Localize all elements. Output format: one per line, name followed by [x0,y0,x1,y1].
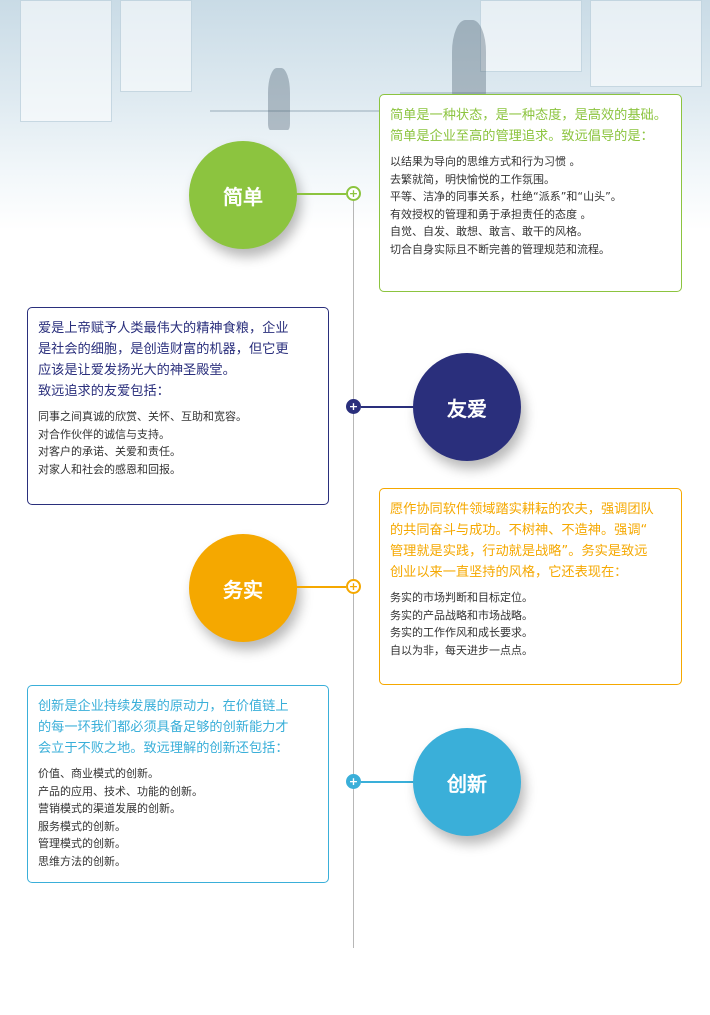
practical-lead: 愿作协同软件领域踏实耕耘的农夫，强调团队 的共同奋斗与成功。不树神、不造神。强调… [390,499,671,583]
innovation-item: 价值、商业模式的创新。 [38,767,159,780]
practical-lead-line: 的共同奋斗与成功。不树神、不造神。强调“ [390,523,648,538]
innovation-connector [361,781,421,783]
simple-list: 以结果为导向的思维方式和行为习惯 。 去繁就简，明快愉悦的工作氛围。 平等、洁净… [390,153,671,258]
love-lead-line: 是社会的细胞，是创造财富的机器，但它更 [38,342,289,357]
practical-item: 务实的市场判断和目标定位。 [390,591,533,604]
simple-lead: 简单是一种状态，是一种态度，是高效的基础。 简单是企业至高的管理追求。致远倡导的… [390,105,671,147]
love-item: 同事之间真诚的欣赏、关怀、互助和宽容。 [38,410,247,423]
practical-card: 愿作协同软件领域踏实耕耘的农夫，强调团队 的共同奋斗与成功。不树神、不造神。强调… [379,488,682,685]
simple-item: 平等、洁净的同事关系，杜绝“派系”和“山头”。 [390,190,622,203]
love-item: 对合作伙伴的诚信与支持。 [38,427,170,441]
love-item: 对家人和社会的感恩和回报。 [38,462,181,476]
simple-item: 有效授权的管理和勇于承担责任的态度 。 [390,207,592,221]
innovation-lead-line: 会立于不败之地。致远理解的创新还包括： [38,741,289,756]
innovation-card: 创新是企业持续发展的原动力，在价值链上 的每一环我们都必须具备足够的创新能力才 … [27,685,329,883]
practical-circle: 务实 [189,534,297,642]
innovation-lead: 创新是企业持续发展的原动力，在价值链上 的每一环我们都必须具备足够的创新能力才 … [38,696,318,759]
simple-plus-icon: + [346,186,361,201]
simple-item: 切合自身实际且不断完善的管理规范和流程。 [390,242,610,256]
innovation-item: 管理模式的创新。 [38,837,126,850]
timeline-line [353,200,354,948]
practical-lead-line: 愿作协同软件领域踏实耕耘的农夫，强调团队 [390,502,654,517]
simple-item: 自觉、自发、敢想、敢言、敢干的风格。 [390,225,588,238]
love-connector [361,406,421,408]
innovation-item: 服务模式的创新。 [38,819,126,833]
love-lead-line: 致远追求的友爱包括： [38,384,170,399]
innovation-lead-line: 创新是企业持续发展的原动力，在价值链上 [38,699,289,714]
innovation-item: 思维方法的创新。 [38,854,126,868]
practical-item: 务实的工作作风和成长要求。 [390,626,533,639]
simple-item: 去繁就简，明快愉悦的工作氛围。 [390,172,555,186]
love-title: 友爱 [447,396,487,421]
practical-lead-line: 管理就是实践，行动就是战略”。务实是致远 [390,544,648,559]
love-card: 爱是上帝赋予人类最伟大的精神食粮，企业 是社会的细胞，是创造财富的机器，但它更 … [27,307,329,505]
simple-lead-line: 简单是一种状态，是一种态度，是高效的基础。 [390,108,667,123]
love-lead-line: 应该是让爱发扬光大的神圣殿堂。 [38,363,236,378]
love-plus-icon: + [346,399,361,414]
practical-item: 务实的产品战略和市场战略。 [390,608,533,622]
simple-item: 以结果为导向的思维方式和行为习惯 。 [390,155,581,168]
innovation-list: 价值、商业模式的创新。 产品的应用、技术、功能的创新。 营销模式的渠道发展的创新… [38,765,318,870]
love-list: 同事之间真诚的欣赏、关怀、互助和宽容。 对合作伙伴的诚信与支持。 对客户的承诺、… [38,408,318,478]
love-lead: 爱是上帝赋予人类最伟大的精神食粮，企业 是社会的细胞，是创造财富的机器，但它更 … [38,318,318,402]
innovation-item: 产品的应用、技术、功能的创新。 [38,784,203,798]
practical-lead-line: 创业以来一直坚持的风格，它还表现在： [390,565,628,580]
practical-connector [290,586,346,588]
simple-lead-line: 简单是企业至高的管理追求。致远倡导的是： [390,129,654,144]
practical-plus-icon: + [346,579,361,594]
simple-connector [290,193,346,195]
practical-item: 自以为非，每天进步一点点。 [390,643,533,657]
love-item: 对客户的承诺、关爱和责任。 [38,445,181,458]
innovation-plus-icon: + [346,774,361,789]
practical-list: 务实的市场判断和目标定位。 务实的产品战略和市场战略。 务实的工作作风和成长要求… [390,589,671,659]
innovation-title: 创新 [447,771,487,796]
innovation-lead-line: 的每一环我们都必须具备足够的创新能力才 [38,720,289,735]
love-circle: 友爱 [413,353,521,461]
simple-card: 简单是一种状态，是一种态度，是高效的基础。 简单是企业至高的管理追求。致远倡导的… [379,94,682,292]
innovation-circle: 创新 [413,728,521,836]
simple-title: 简单 [223,184,263,209]
simple-circle: 简单 [189,141,297,249]
practical-title: 务实 [223,577,263,602]
innovation-item: 营销模式的渠道发展的创新。 [38,802,181,815]
love-lead-line: 爱是上帝赋予人类最伟大的精神食粮，企业 [38,321,289,336]
